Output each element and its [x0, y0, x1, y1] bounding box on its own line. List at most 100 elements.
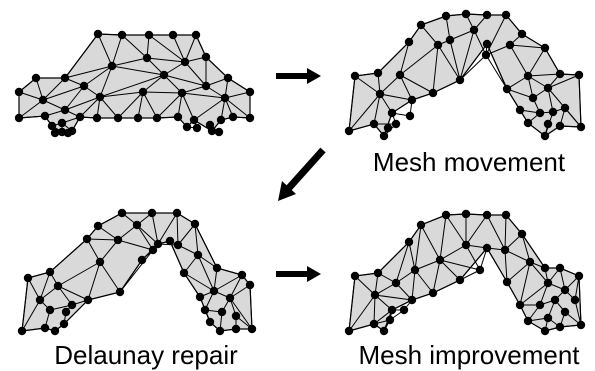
mesh-node [245, 87, 255, 97]
mesh-edge [439, 214, 447, 261]
mesh-node [344, 126, 354, 136]
mesh-edge [377, 41, 410, 74]
mesh-node [445, 35, 455, 45]
mesh-edge [439, 244, 467, 261]
mesh-edge [348, 93, 381, 132]
arrow-original-to-moved [276, 68, 321, 84]
mesh-edge [509, 44, 546, 49]
mesh-edge [399, 41, 410, 76]
mesh-node [481, 50, 491, 60]
mesh-node [350, 71, 360, 81]
mesh-edge [18, 91, 44, 101]
mesh-node [95, 257, 105, 267]
mesh-node [344, 326, 354, 336]
mesh-node [435, 255, 445, 265]
mesh-edge [486, 214, 506, 251]
mesh-node [133, 113, 143, 123]
mesh-edge [459, 43, 488, 81]
mesh-node [35, 295, 45, 305]
mesh-node [205, 317, 215, 327]
mesh-edge [414, 224, 422, 271]
mesh-edge [348, 323, 375, 332]
mesh-node [182, 122, 192, 132]
mesh-node [177, 88, 187, 98]
mesh-edge [181, 92, 226, 99]
mesh-edge [111, 34, 123, 67]
mesh-edge [39, 271, 51, 301]
mesh-node [168, 30, 178, 40]
mesh-node [93, 29, 103, 39]
arrow-moved-to-repair [278, 147, 326, 201]
mesh-node [560, 285, 570, 295]
moved-mesh [344, 9, 586, 141]
mesh-node [501, 210, 511, 220]
mesh-edge [181, 92, 195, 121]
mesh-node [79, 81, 89, 91]
mesh-node [500, 245, 510, 255]
mesh-node [517, 229, 527, 239]
mesh-node [191, 30, 201, 40]
mesh-node [455, 75, 465, 85]
mesh-node [245, 280, 255, 290]
mesh-edge [473, 29, 487, 56]
mesh-node [535, 300, 545, 310]
mesh-node [231, 311, 241, 321]
mesh-edge [42, 85, 85, 101]
mesh-edge [399, 44, 439, 76]
mesh-edge [420, 15, 447, 26]
mesh-node [60, 73, 70, 83]
mesh-node [209, 286, 219, 296]
mesh-edge [373, 294, 376, 325]
mesh-node [482, 10, 492, 20]
mesh-node [212, 263, 222, 273]
mesh-edge [194, 223, 199, 256]
mesh-node [574, 70, 584, 80]
mesh-node [475, 265, 485, 275]
mesh-edge [121, 34, 148, 59]
mesh-node [57, 118, 67, 128]
mesh-edge [504, 214, 507, 251]
mesh-node [375, 89, 385, 99]
mesh-edge [377, 241, 410, 274]
mesh-edge [395, 241, 410, 284]
mesh-node [523, 316, 533, 326]
mesh-edge [216, 267, 243, 276]
mesh-node [548, 107, 558, 117]
mesh-node [40, 323, 50, 333]
mesh-node [441, 11, 451, 21]
mesh-edge [509, 44, 529, 77]
mesh-node [525, 257, 535, 267]
mesh-edge [519, 282, 549, 306]
mesh-edge [172, 34, 186, 63]
mesh-node [433, 40, 443, 50]
mesh-edge [157, 212, 178, 245]
mesh-edge [224, 91, 251, 99]
mesh-edge [205, 56, 229, 79]
mesh-node [132, 220, 142, 230]
mesh-node [535, 108, 545, 118]
mesh-node [189, 115, 199, 125]
mesh-edge [99, 65, 113, 98]
mesh-node [95, 92, 105, 102]
mesh-node [195, 292, 205, 302]
mesh-edge [519, 261, 531, 306]
mesh-edge [348, 294, 376, 332]
mesh-edge [486, 247, 508, 283]
mesh-edge [227, 77, 251, 93]
mesh-node [550, 295, 560, 305]
mesh-node [117, 208, 127, 218]
mesh-edge [87, 261, 101, 301]
mesh-edge [86, 238, 101, 263]
mesh-node [14, 87, 24, 97]
mesh-node [560, 307, 570, 317]
mesh-edge [142, 91, 158, 119]
mesh-edge [437, 44, 461, 81]
mesh-node [428, 288, 438, 298]
mesh-edge [374, 294, 413, 301]
mesh-edge [574, 299, 582, 326]
mesh-edge [99, 74, 165, 98]
mesh-node [223, 73, 233, 83]
mesh-node [216, 115, 226, 125]
mesh-edge [379, 93, 413, 101]
